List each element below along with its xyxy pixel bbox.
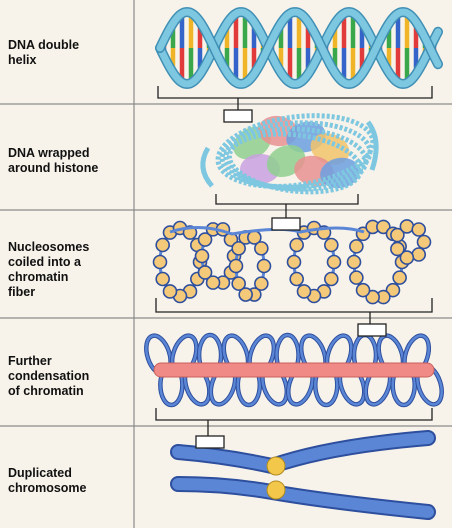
- bracket-condensed: [155, 408, 433, 421]
- zoom-box-3: [357, 323, 387, 337]
- nucleosome: [365, 289, 380, 305]
- label-nucleosomes-coiled: Nucleosomes coiled into a chromatin fibe…: [8, 240, 130, 300]
- label-line: fiber: [8, 285, 36, 299]
- nucleosome: [231, 276, 246, 291]
- condensed-chromatin-illustration: [144, 332, 444, 408]
- nucleosome: [155, 271, 170, 287]
- label-further-condensation: Further condensation of chromatin: [8, 354, 130, 399]
- nucleosome: [228, 258, 244, 274]
- dna-wrap: [226, 131, 364, 195]
- nucleosome-fiber-illustration: [152, 219, 432, 305]
- nucleosome: [399, 250, 415, 265]
- label-dna-double-helix: DNA double helix: [8, 38, 130, 68]
- nucleosome: [399, 219, 415, 234]
- nucleosome: [286, 254, 302, 270]
- protein-scaffold: [153, 362, 435, 378]
- dna-double-helix-illustration: [155, 7, 443, 89]
- nucleosome: [411, 247, 427, 262]
- centromere: [266, 480, 286, 500]
- zoom-brackets: [155, 86, 433, 449]
- nucleosome: [349, 270, 364, 285]
- label-line: Nucleosomes: [8, 240, 90, 254]
- bracket-fiber: [155, 298, 433, 313]
- label-line: of chromatin: [8, 384, 84, 398]
- dna-wrap: [219, 120, 373, 190]
- nucleosome: [155, 237, 170, 253]
- nucleosome: [194, 248, 210, 264]
- nucleosome: [390, 241, 405, 257]
- nucleosome: [205, 275, 221, 290]
- dna-wrap: [223, 126, 369, 192]
- label-line: condensation: [8, 369, 90, 383]
- nucleosome: [324, 237, 339, 253]
- label-line: chromatin: [8, 270, 69, 284]
- nucleosome: [411, 222, 427, 237]
- dna-tail-right: [365, 120, 379, 171]
- zoom-box-1: [223, 109, 253, 123]
- nucleosome: [256, 258, 272, 274]
- nucleosome: [390, 227, 405, 243]
- nucleosome: [254, 241, 269, 256]
- nucleosome: [289, 271, 304, 287]
- label-line: coiled into a: [8, 255, 81, 269]
- label-line: chromosome: [8, 481, 87, 495]
- label-duplicated-chromosome: Duplicated chromosome: [8, 466, 130, 496]
- nucleosome: [324, 271, 339, 287]
- duplicated-chromosome-illustration: [170, 430, 436, 520]
- bracket-helix: [157, 86, 433, 99]
- nucleosome: [152, 254, 168, 270]
- label-line: DNA double: [8, 38, 80, 52]
- label-dna-wrapped-around-histone: DNA wrapped around histone: [8, 146, 130, 176]
- nucleosome: [289, 237, 304, 253]
- nucleosome: [296, 284, 312, 299]
- label-line: DNA wrapped: [8, 146, 90, 160]
- nucleosome: [231, 241, 246, 256]
- linker-dna: [169, 225, 365, 236]
- label-line: Further: [8, 354, 52, 368]
- nucleosome: [238, 287, 253, 302]
- nucleosome: [355, 282, 371, 298]
- dna-backbone: [156, 8, 442, 88]
- nucleosome: [162, 284, 178, 299]
- label-line: helix: [8, 53, 37, 67]
- nucleosome: [326, 254, 342, 270]
- histone-protein: [310, 133, 350, 165]
- nucleosome: [197, 265, 213, 280]
- dna-histone-illustration: [200, 113, 379, 195]
- dna-tail-left: [200, 146, 214, 188]
- zoom-box-4: [195, 435, 225, 449]
- label-line: around histone: [8, 161, 99, 175]
- nucleosome: [197, 232, 213, 247]
- nucleosome: [385, 282, 401, 298]
- zoom-box-2: [271, 217, 301, 231]
- dna-backbone: [156, 8, 442, 88]
- chromatid-arm: [172, 478, 434, 518]
- nucleosome: [416, 234, 432, 250]
- nucleosome: [376, 219, 391, 235]
- dna-wrap: [215, 113, 376, 189]
- nucleosome: [254, 276, 269, 291]
- nucleosome: [392, 270, 407, 285]
- bracket-histone: [215, 194, 359, 205]
- nucleosome: [349, 239, 364, 254]
- nucleosome: [346, 254, 362, 270]
- centromere: [266, 456, 286, 476]
- label-line: Duplicated: [8, 466, 72, 480]
